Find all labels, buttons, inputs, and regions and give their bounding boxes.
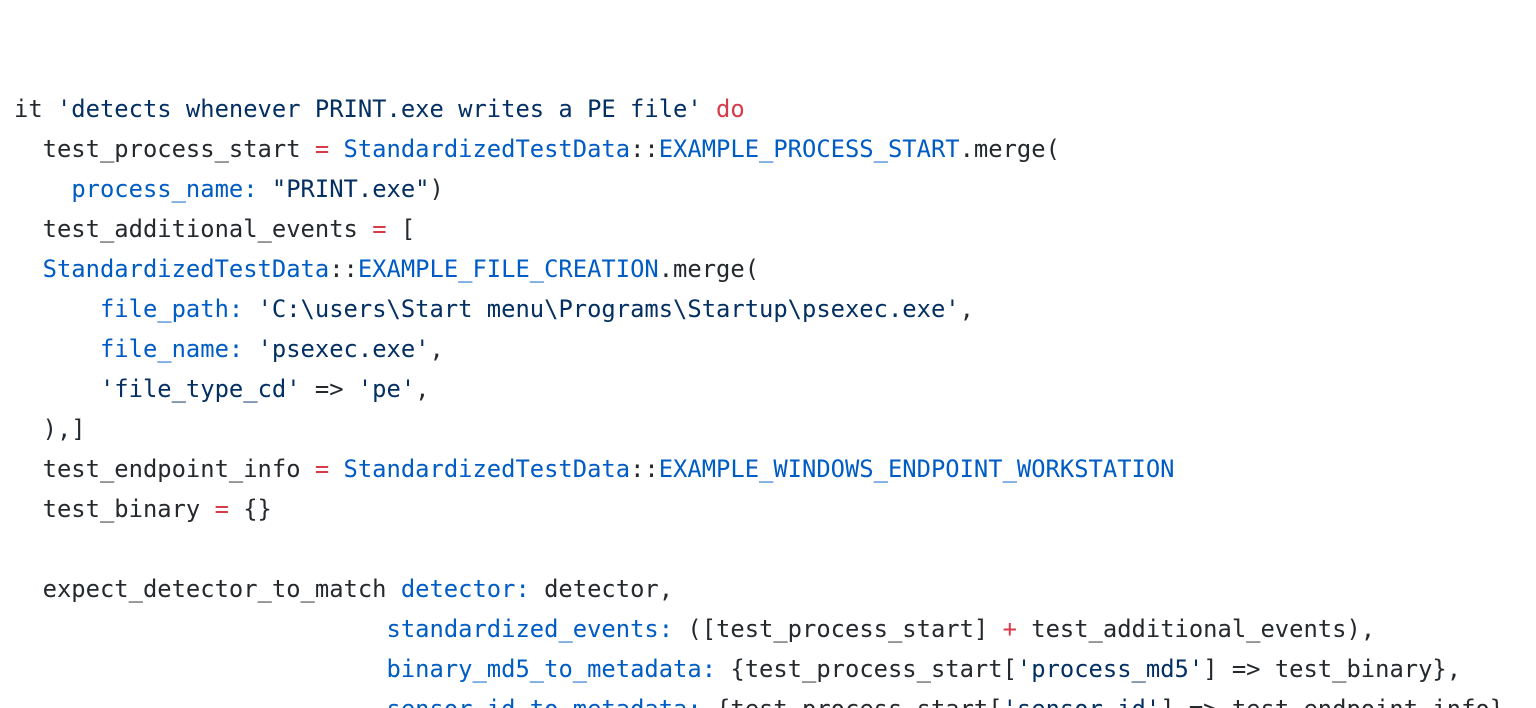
code-token-plain [14,655,387,683]
code-token-constant: StandardizedTestData [343,135,631,163]
code-token-string: 'file_type_cd' [99,375,301,403]
code-token-plain: ([test_process_start] [673,615,1003,643]
code-token-keyword: = [314,455,330,483]
code-token-plain: test_binary [14,495,215,523]
code-token-plain: :: [329,255,358,283]
code-token-plain: , [429,335,444,363]
code-line: file_path: 'C:\users\Start menu\Programs… [14,289,1536,329]
code-token-keyword: = [314,135,330,163]
code-line: test_additional_events = [ [14,209,1536,249]
code-token-plain: expect_detector_to_match [14,575,401,603]
code-token-keyword: do [716,95,745,123]
code-token-plain [14,335,100,363]
code-token-plain: ] => test_binary}, [1203,655,1462,683]
code-token-plain: ),] [14,415,86,443]
code-line: test_process_start = StandardizedTestDat… [14,129,1536,169]
code-token-plain: test_process_start [14,135,315,163]
code-token-plain: [ [386,215,416,243]
code-token-constant: StandardizedTestData [343,455,631,483]
code-token-plain [329,455,343,483]
code-token-plain: test_additional_events [14,215,373,243]
code-token-constant: process_name: [71,175,258,203]
code-token-string: "PRINT.exe" [271,175,430,203]
code-token-string: 'pe' [357,375,416,403]
code-token-plain [329,135,343,163]
code-block: it 'detects whenever PRINT.exe writes a … [14,89,1536,708]
code-line: expect_detector_to_match detector: detec… [14,569,1536,609]
code-token-plain: {} [228,495,272,523]
code-token-plain [14,375,100,403]
code-token-constant: binary_md5_to_metadata: [386,655,717,683]
code-token-constant: EXAMPLE_PROCESS_START [658,135,960,163]
code-token-constant: EXAMPLE_FILE_CREATION [357,255,659,283]
code-line: sensor_id_to_metadata: {test_process_sta… [14,689,1536,708]
code-line: file_name: 'psexec.exe', [14,329,1536,369]
code-token-string: 'sensor_id' [1003,695,1161,708]
code-token-keyword: = [372,215,387,243]
code-line: test_binary = {} [14,489,1536,529]
code-token-plain [702,95,716,123]
code-token-plain: ] => test_endpoint_info} [1160,695,1504,708]
code-token-constant: file_name: [99,335,244,363]
code-token-plain: , [415,375,430,403]
code-token-plain: => [300,375,358,403]
code-token-plain: it [14,95,57,123]
code-line [14,529,1536,569]
code-token-plain: test_additional_events), [1016,615,1376,643]
code-token-plain: {test_process_start[ [702,695,1003,708]
code-token-constant: EXAMPLE_WINDOWS_ENDPOINT_WORKSTATION [658,455,1175,483]
code-token-plain [14,255,43,283]
code-line: binary_md5_to_metadata: {test_process_st… [14,649,1536,689]
code-token-plain: :: [630,455,659,483]
code-token-constant: detector: [400,575,530,603]
code-token-constant: StandardizedTestData [42,255,330,283]
code-token-plain: detector, [529,575,674,603]
code-token-constant: sensor_id_to_metadata: [387,695,702,708]
code-token-plain [14,175,71,203]
code-token-constant: file_path: [99,295,244,323]
code-token-keyword: = [214,495,229,523]
code-token-plain [258,175,272,203]
code-token-plain [243,295,257,323]
code-token-string: 'psexec.exe' [257,335,430,363]
code-token-string: 'detects whenever PRINT.exe writes a PE … [56,95,702,123]
code-token-plain [14,615,387,643]
code-token-keyword: + [1002,615,1017,643]
code-line: test_endpoint_info = StandardizedTestDat… [14,449,1536,489]
code-line: it 'detects whenever PRINT.exe writes a … [14,89,1536,129]
code-token-plain [14,295,100,323]
code-line: ),] [14,409,1536,449]
code-token-plain: {test_process_start[ [716,655,1017,683]
code-token-plain: .merge( [959,135,1060,163]
code-line: process_name: "PRINT.exe") [14,169,1536,209]
code-token-plain: ) [429,175,444,203]
code-line: StandardizedTestData::EXAMPLE_FILE_CREAT… [14,249,1536,289]
code-token-plain: .merge( [658,255,760,283]
code-token-plain: :: [630,135,659,163]
code-token-plain [243,335,257,363]
code-token-string: 'C:\users\Start menu\Programs\Startup\ps… [257,295,960,323]
code-token-string: 'process_md5' [1016,655,1204,683]
code-token-plain: test_endpoint_info [14,455,315,483]
code-line: 'file_type_cd' => 'pe', [14,369,1536,409]
code-line: standardized_events: ([test_process_star… [14,609,1536,649]
code-token-plain: , [959,295,974,323]
code-token-plain [14,695,387,708]
code-token-constant: standardized_events: [386,615,674,643]
